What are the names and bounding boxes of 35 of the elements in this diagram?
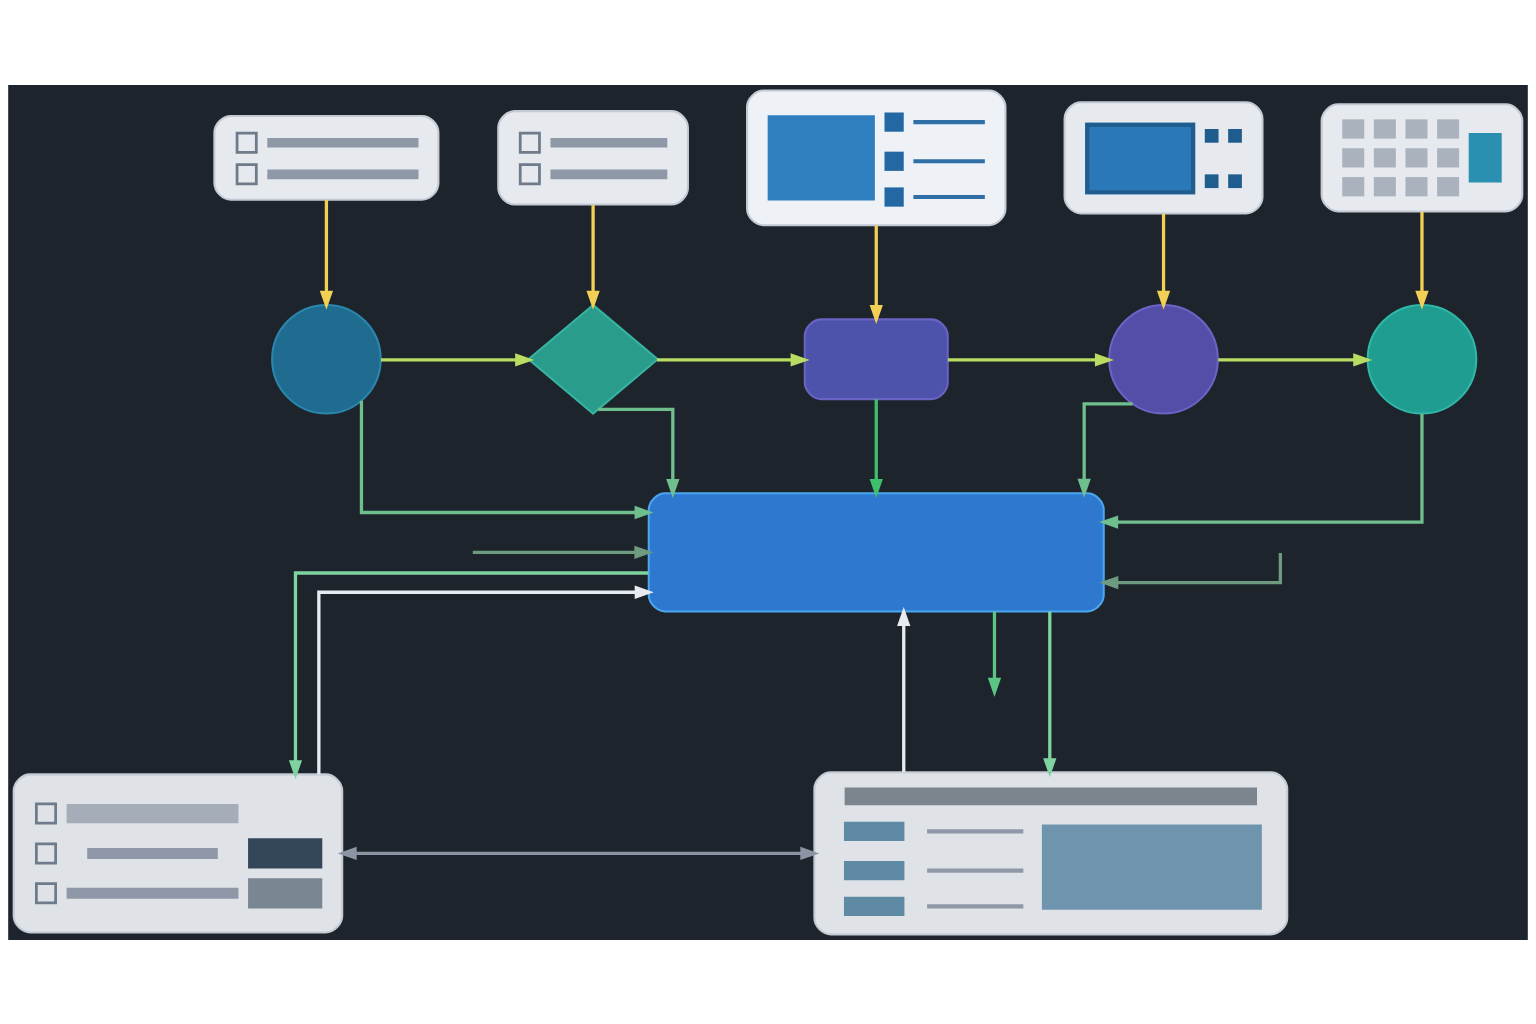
node-picture (497, 109, 689, 206)
node-picture (12, 772, 344, 933)
arrow (869, 398, 883, 498)
arrow (319, 199, 334, 310)
arrow (987, 611, 1002, 697)
arrow (337, 846, 820, 860)
node-picture (746, 88, 1007, 226)
arrow (381, 352, 535, 367)
arrow (472, 545, 654, 559)
arrow (948, 352, 1114, 367)
arrow (1077, 401, 1133, 498)
node-picture (213, 114, 440, 201)
arrow (869, 224, 883, 324)
arrow (598, 407, 680, 498)
arrow (1415, 211, 1429, 310)
node-circle (1108, 303, 1219, 415)
node-circle (1366, 303, 1478, 415)
arrow (359, 400, 654, 519)
node-picture (1063, 100, 1264, 215)
node-bar (647, 491, 1105, 612)
node-diamond (526, 303, 660, 415)
arrow (897, 606, 911, 772)
arrow (317, 585, 654, 774)
arrow (1218, 352, 1373, 367)
arrow (1043, 611, 1057, 777)
arrow (657, 352, 810, 367)
arrow (586, 204, 600, 310)
arrow (1099, 552, 1283, 589)
arrow (288, 570, 649, 779)
arrow (1156, 213, 1171, 310)
arrow (1099, 413, 1424, 529)
node-box (803, 317, 949, 400)
node-picture (813, 770, 1289, 936)
node-picture (1320, 102, 1524, 212)
node-circle (271, 303, 382, 415)
